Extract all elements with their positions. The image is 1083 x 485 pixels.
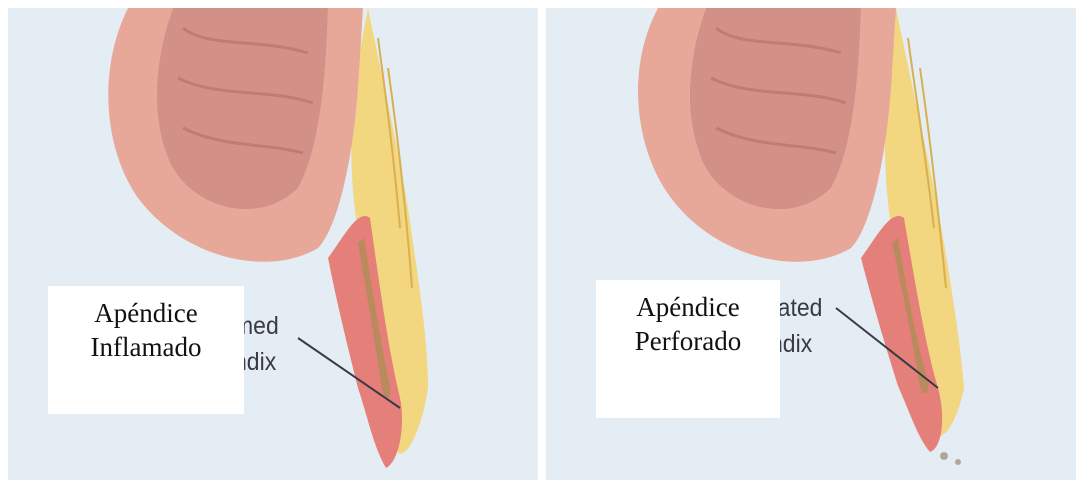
perforation-debris <box>940 452 948 460</box>
colon-lumen <box>157 8 328 209</box>
illustration-panel-inflamed: med ndix Apéndice Inflamado <box>8 8 538 480</box>
caption-line-2: Perforado <box>596 324 780 358</box>
perforation-debris <box>955 459 961 465</box>
caption-line-2: Inflamado <box>48 330 244 364</box>
caption-box-inflamed: Apéndice Inflamado <box>48 286 244 414</box>
caption-box-perforated: Apéndice Perforado <box>596 280 780 418</box>
colon-lumen <box>690 8 861 209</box>
illustration-panel-perforated: rated ndix Apéndice Perforado <box>546 8 1076 480</box>
caption-line-1: Apéndice <box>596 290 780 324</box>
caption-line-1: Apéndice <box>48 296 244 330</box>
